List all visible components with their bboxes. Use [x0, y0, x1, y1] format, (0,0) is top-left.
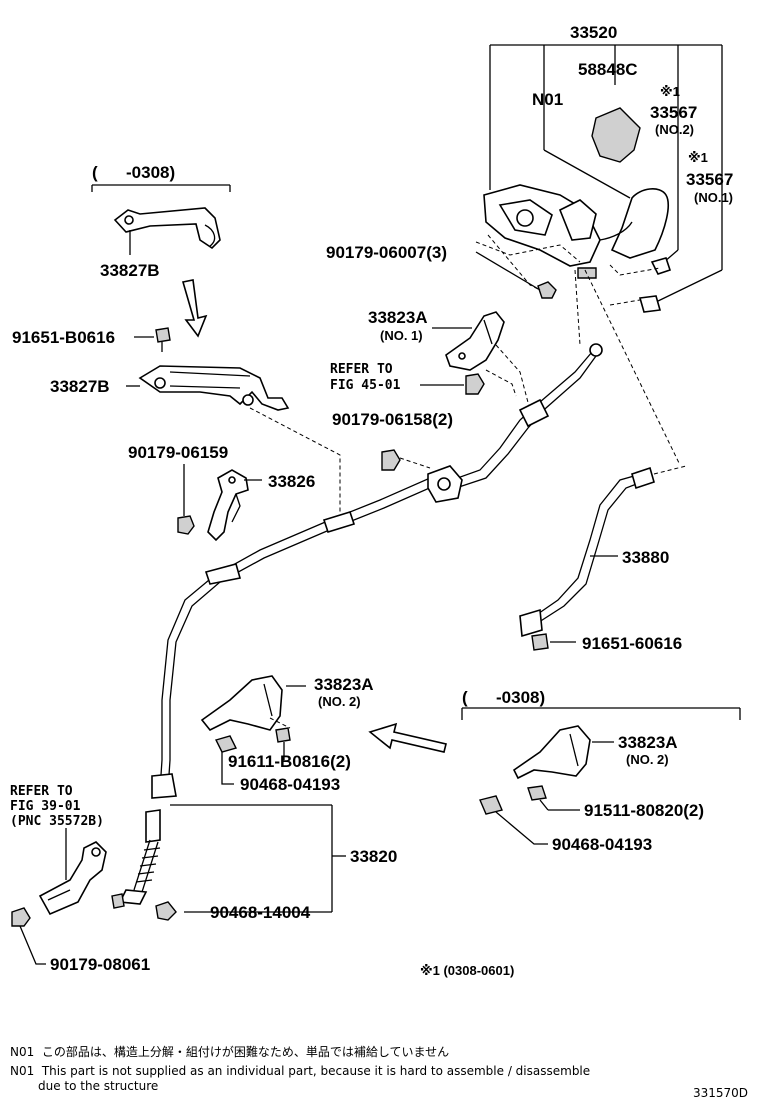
refer-fig39-line2: FIG 39-01 [10, 799, 81, 814]
part-33567-no1: 33567 [686, 170, 733, 189]
part-91651-b0616: 91651-B0616 [12, 328, 115, 347]
range-label-top: ( -0308) [92, 163, 175, 182]
range-bracket-top [91, 184, 231, 192]
part-33520: 33520 [570, 23, 617, 42]
shift-cable-33820 [111, 343, 603, 909]
part-90468-14004: 90468-14004 [210, 903, 311, 922]
diagram-code: 331570D [692, 1086, 748, 1100]
bracket-33823a-no2-old [512, 725, 591, 780]
part-33823a-no2-note: (NO. 2) [318, 694, 361, 709]
part-58848c: 58848C [578, 60, 638, 79]
guide-line [495, 344, 531, 411]
shift-lever-assembly [483, 107, 672, 313]
part-91651-60616: 91651-60616 [582, 634, 682, 653]
mark-1-a: ※1 [660, 84, 680, 99]
nut-90179-06158 [381, 449, 401, 471]
refer-fig45-line2: FIG 45-01 [330, 378, 401, 393]
guide-line [584, 269, 681, 466]
footer-code-ja: N01 [10, 1045, 35, 1059]
clip-90468-14004 [155, 901, 177, 921]
footer-text-en-line2: due to the structure [38, 1079, 159, 1093]
footer-code-en: N01 [10, 1064, 35, 1078]
mark-1-b: ※1 [688, 150, 708, 165]
footer-text-en: This part is not supplied as an individu… [41, 1064, 591, 1078]
leader-91511-80820-b [539, 799, 549, 811]
part-33820: 33820 [350, 847, 397, 866]
guide-line [574, 269, 581, 346]
arrow-left [368, 722, 447, 753]
leader-90468-04193b [495, 811, 548, 845]
bracket-33827b-old [113, 207, 221, 250]
part-n01: N01 [532, 90, 563, 109]
part-33823a-no1: 33823A [368, 308, 428, 327]
guide-line [269, 717, 291, 729]
bolt-91511-80820 [527, 785, 547, 801]
part-90179-06158: 90179-06158(2) [332, 410, 453, 429]
guide-line [399, 457, 431, 469]
part-33826: 33826 [268, 472, 315, 491]
part-33827b-mid: 33827B [50, 377, 110, 396]
nut-90179-06159 [177, 515, 195, 535]
guide-line [485, 369, 517, 397]
part-33823a-no1-note: (NO. 1) [380, 328, 423, 343]
guide-line [609, 264, 661, 276]
footer-note-en: N01 This part is not supplied as an indi… [10, 1064, 590, 1078]
part-90179-06007: 90179-06007(3) [326, 243, 447, 262]
cable-33880 [519, 466, 655, 638]
refer-fig39-line3: (PNC 35572B) [10, 814, 104, 829]
arrow-down [181, 279, 208, 338]
bracket-33823a-no2 [200, 675, 291, 753]
nut-refer45 [465, 373, 485, 395]
part-33567-no1-note: (NO.1) [694, 190, 733, 205]
guide-line [249, 407, 341, 515]
leader-90179-06007 [475, 251, 541, 291]
bolt-91651-60616 [531, 633, 549, 651]
bolt-91651-b0616 [155, 327, 171, 343]
bracket-33823a-no1 [445, 311, 505, 371]
range-bracket-bottom [461, 707, 741, 720]
guide-line [609, 299, 641, 306]
part-33823a-no2: 33823A [314, 675, 374, 694]
part-90468-04193: 90468-04193 [240, 775, 340, 794]
part-33567-no2-note: (NO.2) [655, 122, 694, 137]
leader-90179-08061 [19, 925, 46, 965]
part-33827b-top: 33827B [100, 261, 160, 280]
refer-fig39-line1: REFER TO [10, 784, 73, 799]
footer-text-ja: この部品は、構造上分解・組付けが困難なため、単品では補給していません [41, 1045, 450, 1059]
bracket-refer39 [38, 841, 107, 916]
part-33823a-no2b: 33823A [618, 733, 678, 752]
part-90179-08061: 90179-08061 [50, 955, 150, 974]
part-33880: 33880 [622, 548, 669, 567]
leader-90468-04193 [221, 752, 234, 785]
part-91511-80820: 91511-80820(2) [584, 801, 704, 820]
bracket-33827b [138, 365, 290, 411]
part-33823a-no2b-note: (NO. 2) [626, 752, 669, 767]
leader-33820 [170, 804, 346, 913]
refer-fig45-line1: REFER TO [330, 362, 393, 377]
range-label-bottom: ( -0308) [462, 688, 545, 707]
bracket-33826 [207, 469, 249, 542]
note-range: ※1 (0308-0601) [420, 963, 514, 978]
part-90468-04193b: 90468-04193 [552, 835, 652, 854]
guide-line [653, 465, 687, 475]
clip-90468-04193b [479, 795, 503, 815]
guide-line [487, 234, 541, 291]
assembly-33520-leader [489, 44, 723, 303]
footer-note-ja: N01 この部品は、構造上分解・組付けが困難なため、単品では補給していません [10, 1045, 449, 1059]
part-91611-b0816: 91611-B0816(2) [228, 752, 351, 771]
guide-line [475, 241, 581, 263]
part-90179-06159: 90179-06159 [128, 443, 228, 462]
part-33567-no2: 33567 [650, 103, 697, 122]
nut-90179-08061 [11, 907, 31, 927]
